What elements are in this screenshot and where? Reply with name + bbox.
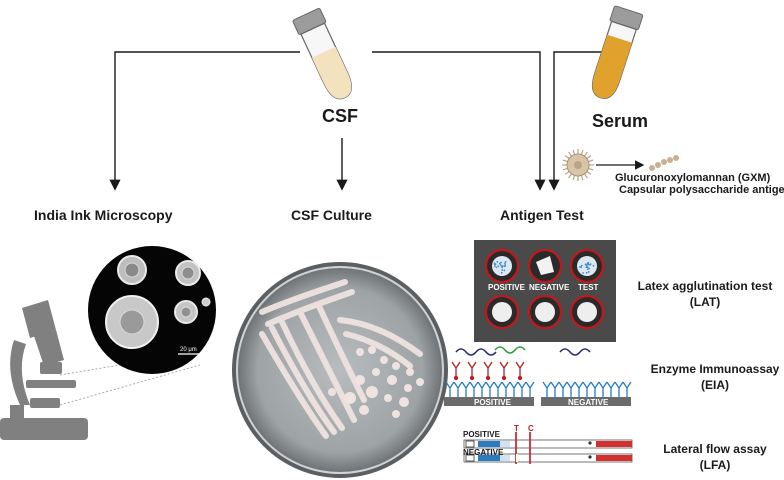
- eia-title: Enzyme Immunoassay (EIA): [650, 361, 780, 393]
- colony: [366, 386, 378, 398]
- antibody: [446, 382, 454, 397]
- colony: [392, 410, 400, 418]
- lat-well-negative-label: NEGATIVE: [529, 283, 569, 292]
- antibody: [543, 382, 551, 397]
- colony: [328, 388, 336, 396]
- antigen-bound: [470, 376, 474, 380]
- antibody: [478, 382, 486, 397]
- lfa-title: Lateral flow assay (LFA): [650, 441, 780, 473]
- eia-positive-label: POSITIVE: [474, 398, 511, 407]
- lat-well: [529, 250, 561, 282]
- antibody: [567, 382, 575, 397]
- colony: [355, 375, 365, 385]
- antibody: [607, 382, 615, 397]
- cryptococcus-cell-icon: [562, 149, 594, 181]
- colony: [399, 397, 409, 407]
- scale-bar-label: 20 μm: [180, 347, 197, 353]
- colony: [404, 384, 412, 392]
- csf-label: CSF: [322, 106, 358, 127]
- antigen-test-label: Antigen Test: [500, 207, 584, 223]
- lfa-t-label: T: [514, 424, 519, 433]
- lfa-title-text: Lateral flow assay: [650, 441, 780, 457]
- eia-title-text: Enzyme Immunoassay: [650, 361, 780, 377]
- antibody: [494, 382, 502, 397]
- lat-well-test-label: TEST: [578, 283, 598, 292]
- lat-title: Latex agglutination test (LAT): [630, 278, 780, 310]
- antigen-bound: [518, 376, 522, 380]
- lat-well: [486, 296, 518, 328]
- india-ink-micrograph: 20 μm: [88, 246, 216, 374]
- colony: [416, 378, 424, 386]
- connector-arrows: [115, 52, 602, 188]
- lat-well: [486, 250, 518, 282]
- gxm-chain-icon: [649, 155, 679, 171]
- antibody: [623, 382, 631, 397]
- culture-label: CSF Culture: [291, 207, 372, 223]
- antibody: [470, 382, 478, 397]
- colony: [380, 356, 388, 364]
- antibody: [599, 382, 607, 397]
- colony: [368, 346, 376, 354]
- antibody: [502, 382, 510, 397]
- antibody: [551, 382, 559, 397]
- culture-plate: [232, 262, 448, 478]
- antibody: [454, 382, 462, 397]
- antibody: [462, 382, 470, 397]
- antibody: [559, 382, 567, 397]
- lat-well-positive-label: POSITIVE: [488, 283, 525, 292]
- lfa-negative-label: NEGATIVE: [463, 448, 503, 457]
- colony: [387, 375, 397, 385]
- india-ink-label: India Ink Microscopy: [34, 207, 172, 223]
- eia-negative-label: NEGATIVE: [568, 398, 608, 407]
- antibody: [615, 382, 623, 397]
- antibody: [510, 382, 518, 397]
- colony: [372, 368, 380, 376]
- antibody: [526, 382, 534, 397]
- eia-abbr: (EIA): [650, 377, 780, 393]
- antibody: [591, 382, 599, 397]
- arrow-csf-to-india-ink: [115, 52, 300, 188]
- colony: [392, 362, 400, 370]
- arrow-csf-to-antigen: [372, 52, 540, 188]
- lfa-c-label: C: [528, 424, 534, 433]
- lat-well: [571, 296, 603, 328]
- lfa-abbr: (LFA): [650, 457, 780, 473]
- colony: [356, 348, 364, 356]
- colony: [406, 368, 414, 376]
- microscope-icon: [0, 300, 88, 440]
- antigen-bound: [486, 376, 490, 380]
- colony: [344, 392, 356, 404]
- gxm-name: Glucuronoxylomannan (GXM): [615, 172, 770, 184]
- antibody: [575, 382, 583, 397]
- serum-label: Serum: [592, 111, 648, 132]
- antibody: [486, 382, 494, 397]
- colony: [359, 405, 369, 415]
- lat-abbr: (LAT): [630, 294, 780, 310]
- antibody: [583, 382, 591, 397]
- colony: [384, 394, 392, 402]
- antigen-bound: [454, 376, 458, 380]
- antibody: [518, 382, 526, 397]
- gxm-description: Capsular polysaccharide antigens: [619, 184, 784, 196]
- lat-well: [529, 296, 561, 328]
- lat-title-text: Latex agglutination test: [630, 278, 780, 294]
- serum-tube-icon: [586, 6, 643, 103]
- csf-tube-icon: [292, 8, 358, 104]
- lfa-positive-label: POSITIVE: [463, 430, 500, 439]
- antigen-bound: [502, 376, 506, 380]
- lat-well: [571, 250, 603, 282]
